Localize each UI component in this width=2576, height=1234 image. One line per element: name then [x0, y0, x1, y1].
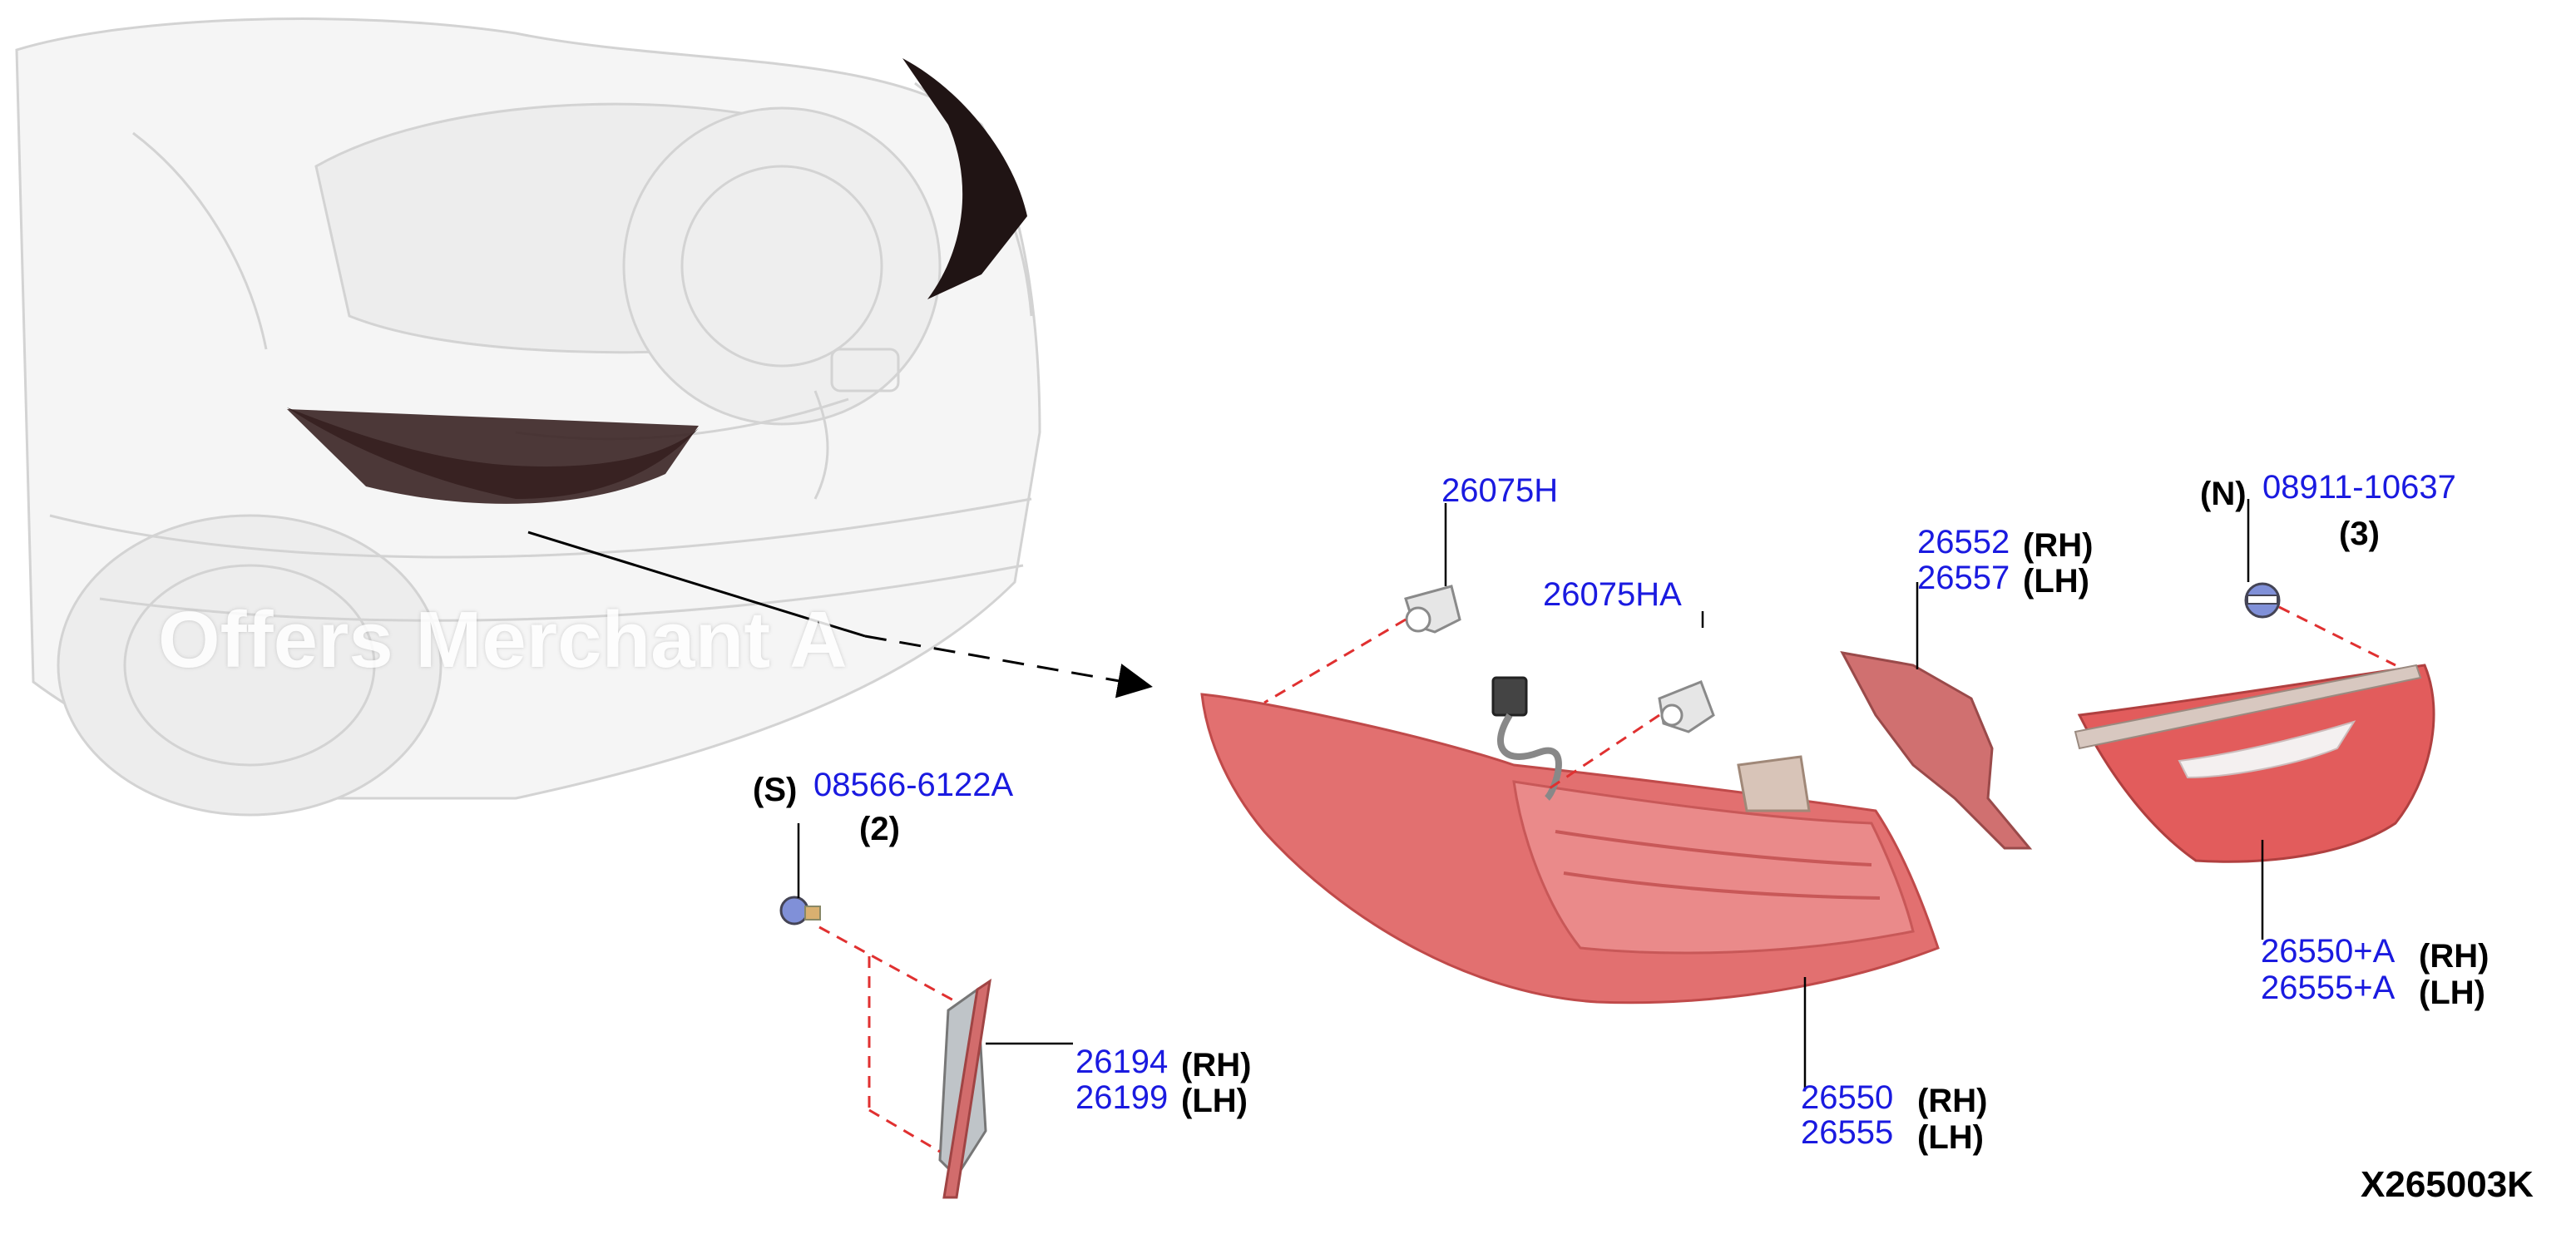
screw-fastener	[779, 896, 821, 926]
gasket-part-number-rh: 26552	[1917, 524, 2010, 560]
combination-lamp-part-number-rh: 26550	[1801, 1079, 1894, 1116]
reflector-part-number-lh: 26199	[1075, 1079, 1169, 1116]
nut-fastener	[2244, 582, 2281, 619]
gasket-side-lh: (LH)	[2023, 563, 2089, 600]
reflector-side-lh: (LH)	[1181, 1083, 1248, 1119]
inner-lamp	[2074, 664, 2435, 863]
vehicle-body	[15, 17, 1041, 817]
screw-prefix: (S)	[753, 772, 798, 808]
bulb-socket-alt-part-number: 26075HA	[1543, 576, 1682, 613]
screw-part-number: 08566-6122A	[813, 767, 1014, 803]
leader-lines	[797, 499, 2264, 1089]
combination-lamp-side-rh: (RH)	[1917, 1083, 1988, 1119]
combination-lamp-part-number-lh: 26555	[1801, 1114, 1894, 1151]
bulb-socket-part-number: 26075H	[1441, 472, 1559, 509]
combination-lamp	[1200, 693, 1940, 1004]
reflector-part-number-rh: 26194	[1075, 1044, 1169, 1080]
watermark: Offers Merchant A	[158, 595, 848, 684]
gasket-side-rh: (RH)	[2023, 527, 2094, 564]
nut-prefix: (N)	[2200, 476, 2247, 512]
gasket-part-number-lh: 26557	[1917, 560, 2010, 596]
combination-lamp-side-lh: (LH)	[1917, 1119, 1984, 1156]
lamp-gasket	[1840, 650, 2033, 850]
vehicle-tail-lamp	[287, 58, 1027, 504]
inner-lamp-part-number-rh: 26550+A	[2261, 933, 2396, 970]
installation-guides	[818, 605, 2396, 1153]
inner-lamp-side-lh: (LH)	[2419, 975, 2485, 1011]
reflector	[938, 978, 992, 1199]
screw-quantity: (2)	[859, 811, 900, 847]
diagram-reference-id: X265003K	[2361, 1164, 2534, 1205]
reflector-side-rh: (RH)	[1181, 1047, 1252, 1083]
inner-lamp-side-rh: (RH)	[2419, 938, 2489, 975]
inner-lamp-part-number-lh: 26555+A	[2261, 970, 2396, 1006]
nut-quantity: (3)	[2339, 516, 2380, 552]
wiring-harness	[1491, 676, 1562, 801]
nut-part-number: 08911-10637	[2262, 469, 2456, 506]
bulb-socket	[1404, 585, 1715, 733]
